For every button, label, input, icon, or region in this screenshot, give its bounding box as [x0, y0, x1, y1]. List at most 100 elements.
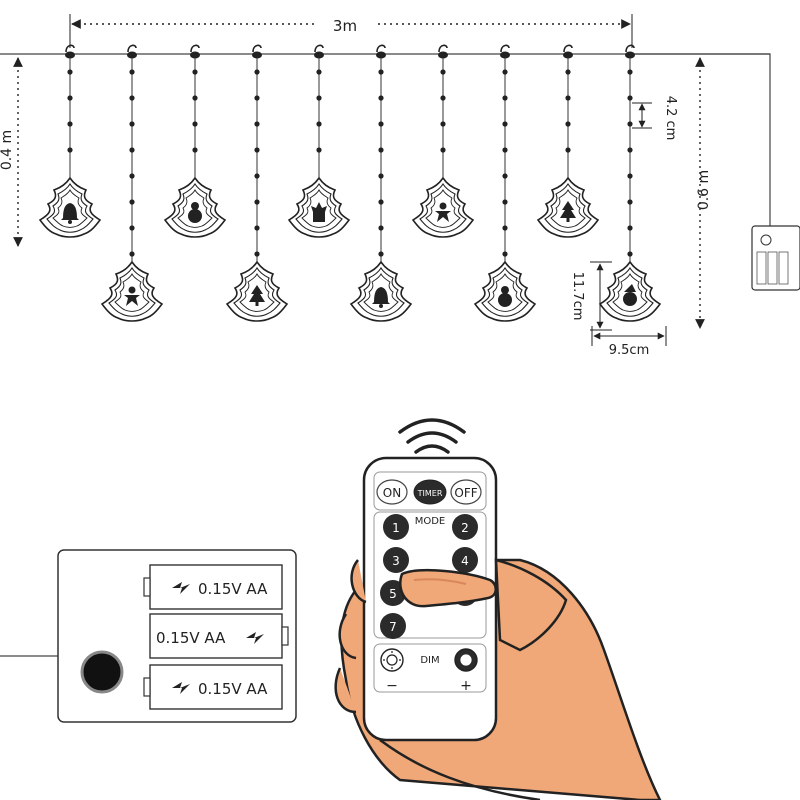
- ornament: [101, 261, 163, 322]
- led-bead: [129, 69, 135, 75]
- battery-box-small: [751, 225, 800, 291]
- ornament-height-dimension: 11.7cm: [570, 261, 612, 331]
- led-bead: [316, 147, 322, 153]
- led-bead: [440, 95, 446, 101]
- led-bead: [67, 147, 73, 153]
- drop-short-label: 0.4 m: [0, 130, 15, 170]
- hook-icon: [500, 44, 510, 53]
- snowman-icon: [188, 202, 202, 223]
- led-bead: [254, 199, 260, 205]
- reindeer-icon: [311, 202, 327, 222]
- led-bead: [129, 199, 135, 205]
- mode-key-1[interactable]: 1: [383, 514, 409, 540]
- gingerbread-icon: [435, 202, 451, 222]
- light-strands: [39, 44, 661, 322]
- led-bead: [129, 225, 135, 231]
- light-strand: [164, 44, 226, 238]
- led-bead: [565, 147, 571, 153]
- led-bead: [627, 121, 633, 127]
- svg-text:7: 7: [389, 620, 397, 634]
- snowman-icon: [498, 286, 512, 307]
- bell-icon: [61, 203, 79, 224]
- mode-key-7[interactable]: 7: [380, 613, 406, 639]
- battery-cell-2: 0.15V AA: [149, 613, 289, 659]
- drop-long-label: 0.6 m: [696, 170, 712, 210]
- hand-finger-2: [338, 613, 357, 660]
- hanger-clip: [438, 51, 448, 59]
- light-strand: [537, 44, 599, 238]
- hanger-clip: [127, 51, 137, 59]
- power-panel: [373, 471, 487, 511]
- dim-minus-button[interactable]: −: [380, 648, 404, 694]
- led-bead: [316, 121, 322, 127]
- bell-icon: [372, 287, 390, 308]
- light-strand: [350, 44, 412, 322]
- hanger-clip: [252, 51, 262, 59]
- led-bead: [627, 95, 633, 101]
- power-switch-button[interactable]: [80, 650, 124, 694]
- hook-icon: [190, 44, 200, 53]
- hanger-clip: [625, 51, 635, 59]
- battery-box: 0.15V AA 0.15V AA 0.15V AA: [0, 549, 297, 723]
- led-bead: [129, 173, 135, 179]
- battery-cell-label: 0.15V AA: [156, 629, 226, 647]
- on-button[interactable]: ON: [376, 479, 408, 505]
- bead-spacing-label: 4.2 cm: [663, 96, 678, 141]
- hanger-clip: [500, 51, 510, 59]
- led-bead: [254, 173, 260, 179]
- dim-plus-button[interactable]: +: [454, 648, 478, 694]
- width-label: 3m: [333, 17, 357, 35]
- ornament-width-label: 9.5cm: [609, 343, 650, 358]
- bolt-icon: [172, 582, 190, 594]
- led-bead: [627, 147, 633, 153]
- hook-icon: [438, 44, 448, 53]
- sun-dim-icon: [383, 651, 401, 669]
- led-bead: [502, 199, 508, 205]
- signal-icon: [398, 418, 466, 454]
- width-dimension: 3m: [69, 14, 633, 48]
- mode-key-4[interactable]: 4: [452, 547, 478, 573]
- light-strand: [226, 44, 288, 322]
- led-bead: [254, 251, 260, 257]
- led-bead: [378, 121, 384, 127]
- led-bead: [502, 147, 508, 153]
- led-bead: [502, 225, 508, 231]
- led-bead: [254, 95, 260, 101]
- led-bead: [254, 121, 260, 127]
- mode-key-2[interactable]: 2: [452, 514, 478, 540]
- hook-icon: [314, 44, 324, 53]
- led-bead: [254, 225, 260, 231]
- led-bead: [502, 69, 508, 75]
- led-bead: [565, 69, 571, 75]
- ornament: [39, 177, 101, 238]
- ornament: [474, 261, 536, 322]
- off-button[interactable]: OFF: [450, 479, 482, 505]
- led-bead: [192, 121, 198, 127]
- sun-bright-icon: [460, 654, 472, 666]
- led-bead: [627, 251, 633, 257]
- ornament: [599, 261, 661, 322]
- svg-text:−: −: [386, 678, 398, 694]
- svg-text:4: 4: [461, 554, 469, 568]
- led-bead: [440, 69, 446, 75]
- mode-key-3[interactable]: 3: [383, 547, 409, 573]
- ornament: [226, 261, 288, 322]
- led-bead: [565, 121, 571, 127]
- led-bead: [316, 69, 322, 75]
- light-strand: [599, 44, 661, 322]
- tree-icon: [560, 201, 576, 222]
- led-bead: [502, 95, 508, 101]
- drop-long-dimension: 0.6 m: [695, 57, 712, 329]
- svg-text:+: +: [460, 678, 472, 694]
- led-bead: [192, 69, 198, 75]
- led-bead: [192, 147, 198, 153]
- bead-spacing-dimension: 4.2 cm: [632, 96, 678, 141]
- hook-icon: [625, 44, 635, 53]
- hanger-clip: [65, 51, 75, 59]
- led-bead: [129, 95, 135, 101]
- drop-short-dimension: 0.4 m: [0, 57, 23, 247]
- timer-button[interactable]: TIMER: [413, 479, 447, 505]
- led-bead: [440, 121, 446, 127]
- tree-icon: [249, 285, 265, 306]
